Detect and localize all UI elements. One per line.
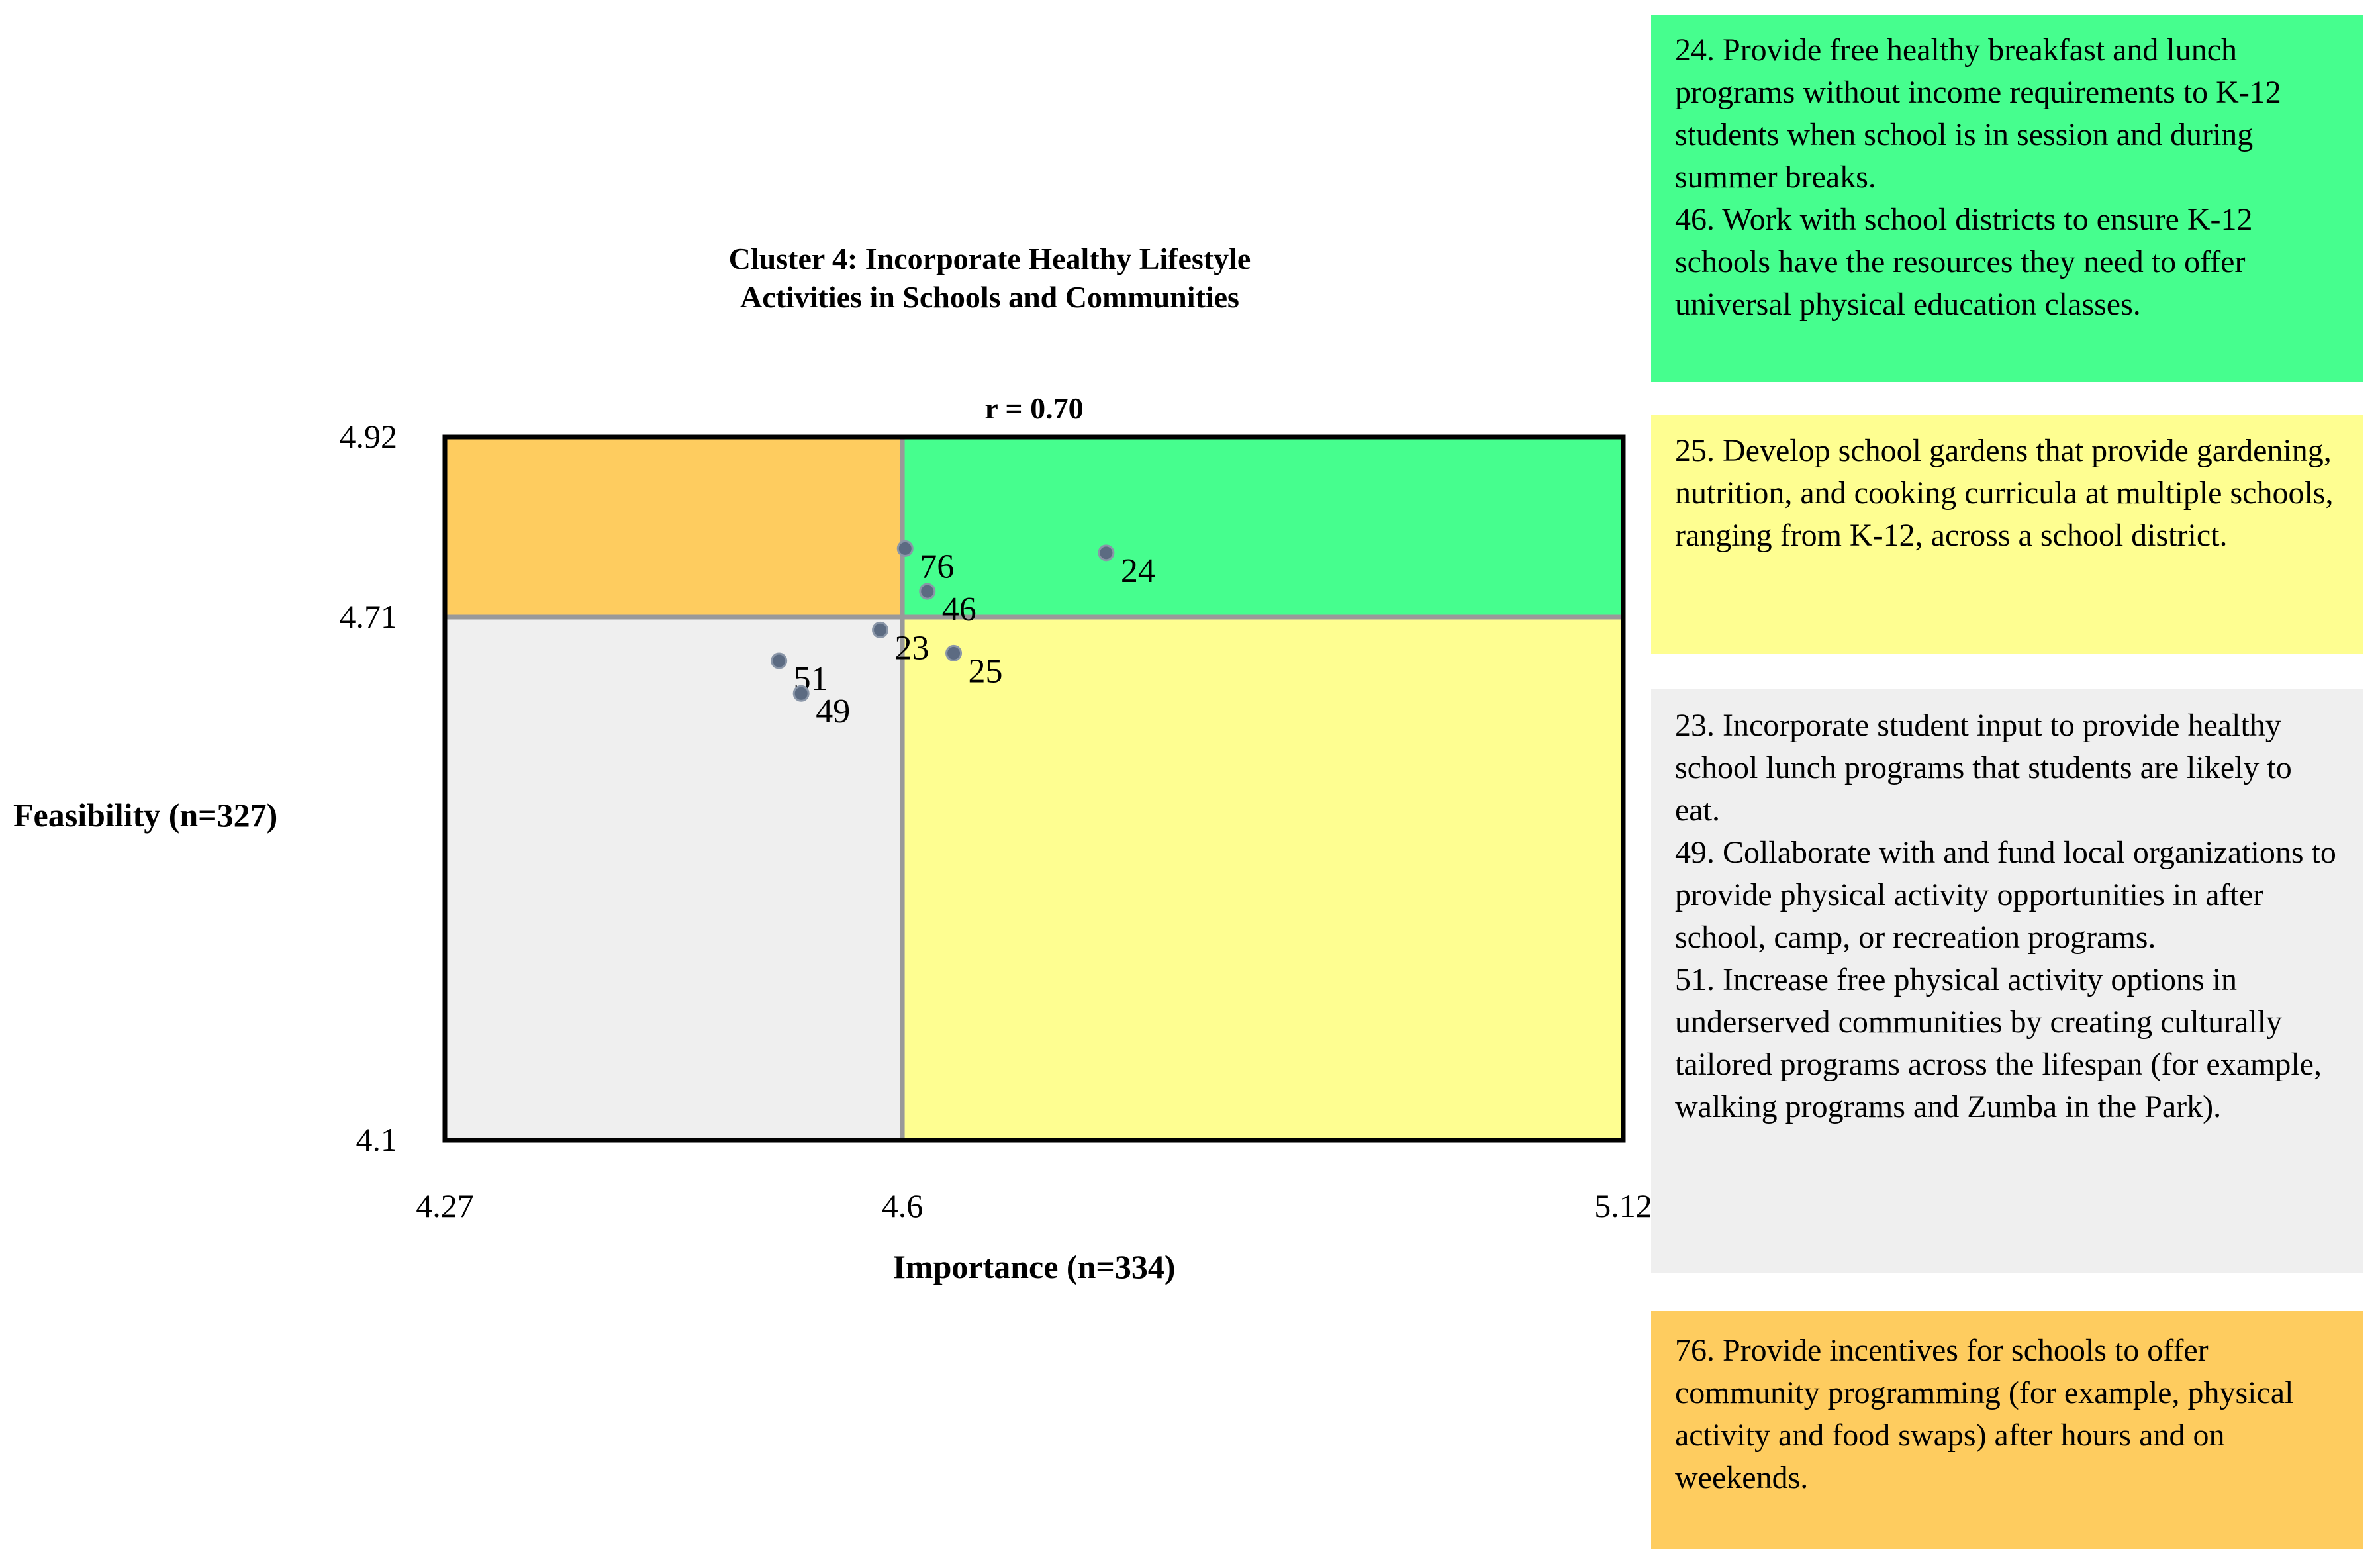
legend-item-46: 46. Work with school districts to ensure… [1675,202,2253,322]
legend-item-25: 25. Develop school gardens that provide … [1675,433,2334,553]
chart-subtitle: r = 0.70 [984,391,1083,425]
data-point-46 [919,583,936,600]
legend-item-24: 24. Provide free healthy breakfast and l… [1675,32,2281,195]
legend-item-76: 76. Provide incentives for schools to of… [1675,1333,2294,1495]
legend-item-49: 49. Collaborate with and fund local orga… [1675,835,2336,955]
quadrant-top-left [445,437,903,617]
legend-item-51: 51. Increase free physical activity opti… [1675,962,2322,1124]
x-tick-label: 4.27 [416,1187,474,1224]
y-tick-label: 4.92 [340,418,398,455]
data-point-24 [1098,544,1115,562]
chart-title-line: Cluster 4: Incorporate Healthy Lifestyle [729,242,1251,275]
point-label-25: 25 [969,652,1003,690]
x-axis-ticks: 4.27 4.6 5.12 [416,1187,1652,1224]
data-point-25 [945,644,963,661]
x-tick-label: 4.6 [882,1187,924,1224]
point-label-49: 49 [816,693,850,730]
y-tick-label: 4.1 [356,1121,398,1158]
point-label-76: 76 [920,548,954,585]
legend-box-high-importance-low-feasibility: 25. Develop school gardens that provide … [1651,415,2363,654]
plot-frame [442,434,1626,1143]
quadrant-bottom-right [902,616,1623,1140]
x-tick-label: 5.12 [1594,1187,1652,1224]
legend-box-high-high: 24. Provide free healthy breakfast and l… [1651,15,2363,382]
quadrant-backgrounds [445,437,1623,1140]
x-axis-label: Importance (n=334) [892,1248,1175,1285]
scatter-chart: Cluster 4: Incorporate Healthy Lifestyle… [13,242,1652,1285]
data-point-76 [896,540,914,557]
data-point-49 [792,685,810,702]
data-point-23 [872,621,889,638]
legend-box-low-low: 23. Incorporate student input to provide… [1651,689,2363,1273]
y-tick-label: 4.71 [340,598,398,635]
quadrant-top-right [902,437,1623,617]
legend-box-low-importance-high-feasibility: 76. Provide incentives for schools to of… [1651,1311,2363,1549]
y-axis-label: Feasibility (n=327) [13,797,277,834]
chart-title-line: Activities in Schools and Communities [740,280,1239,314]
point-label-24: 24 [1121,552,1155,590]
chart-title: Cluster 4: Incorporate Healthy Lifestyle… [729,242,1251,314]
point-label-46: 46 [942,591,976,628]
quadrant-bottom-left [445,616,903,1140]
point-label-23: 23 [895,629,929,667]
data-point-51 [771,652,788,669]
y-axis-ticks: 4.92 4.71 4.1 [340,418,398,1158]
legend-item-23: 23. Incorporate student input to provide… [1675,708,2292,828]
